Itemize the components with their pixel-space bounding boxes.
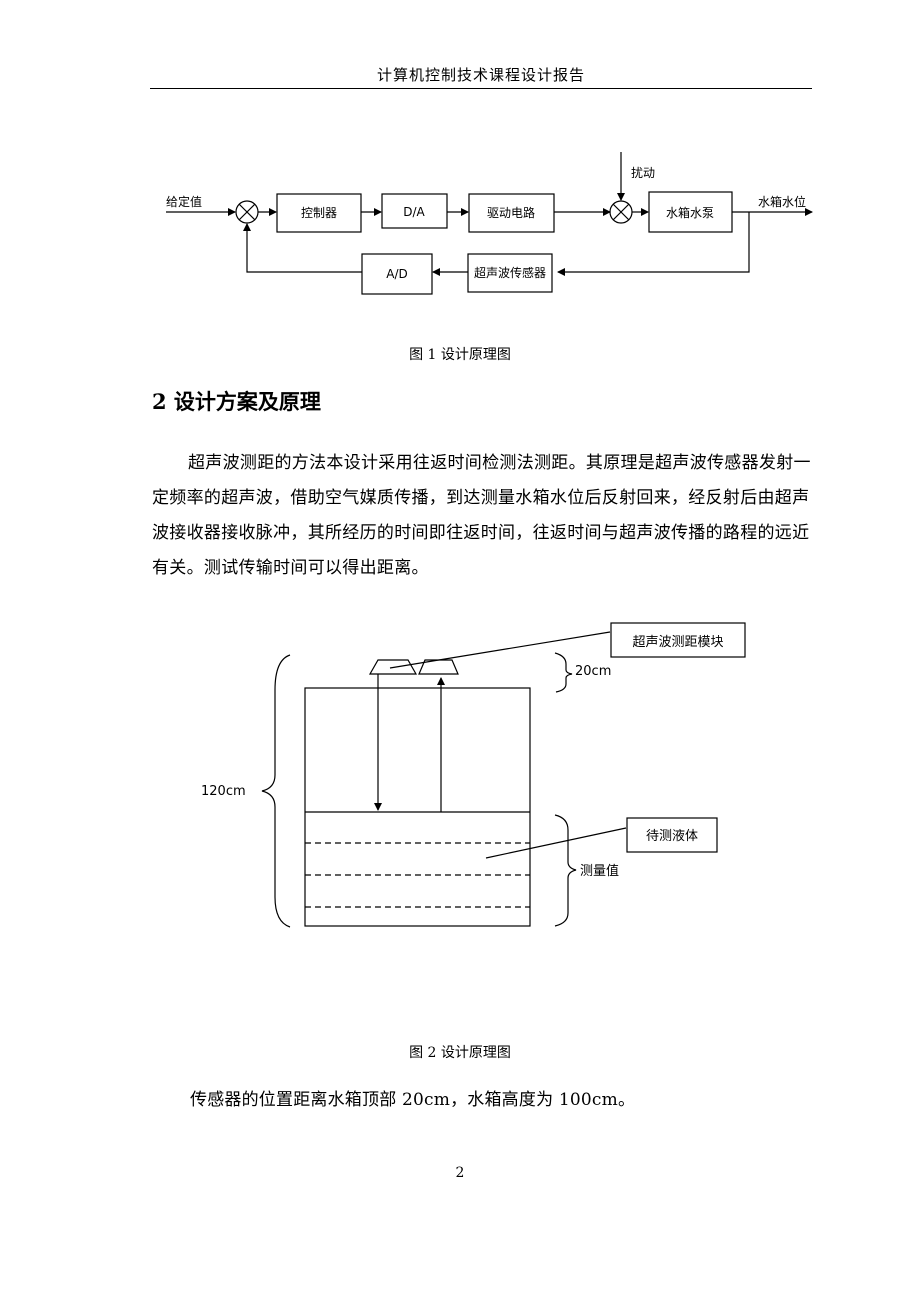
figure1-block-diagram: 给定值 控制器 D/A 驱动电路 扰动 水箱水泵 水箱水位 超声波传感器 A/D xyxy=(166,152,813,295)
total-height-brace xyxy=(261,654,291,928)
figure2-caption: 图 2 设计原理图 xyxy=(409,1045,511,1061)
section-heading: 2 设计方案及原理 xyxy=(152,389,321,414)
liquid-label-box xyxy=(626,817,718,853)
gap-label: 20cm xyxy=(575,664,611,679)
driver-block xyxy=(468,193,555,233)
receiver xyxy=(418,659,459,675)
ad-label: A/D xyxy=(386,267,408,281)
transmitter xyxy=(368,659,418,675)
da-block xyxy=(381,193,448,229)
sensor-block xyxy=(467,253,553,293)
header-rule xyxy=(150,88,812,89)
total-height-label: 120cm xyxy=(201,784,246,799)
module-label: 超声波测距模块 xyxy=(632,635,723,650)
controller-label: 控制器 xyxy=(301,206,337,220)
liquid-leader-line xyxy=(485,827,627,859)
figure1-caption: 图 1 设计原理图 xyxy=(409,347,511,363)
module-leader-line xyxy=(389,631,611,669)
output-label: 水箱水位 xyxy=(758,194,806,209)
page-number: 2 xyxy=(455,1165,465,1181)
sensor-label: 超声波传感器 xyxy=(474,265,546,280)
module-label-box xyxy=(610,622,746,658)
tank xyxy=(304,687,531,927)
measured-brace xyxy=(554,814,577,927)
running-header: 计算机控制技术课程设计报告 xyxy=(376,66,585,84)
controller-block xyxy=(276,193,362,233)
liquid-label: 待测液体 xyxy=(646,829,698,844)
ad-block xyxy=(361,253,433,295)
input-label: 给定值 xyxy=(166,194,202,209)
da-label: D/A xyxy=(403,205,425,219)
plant-label: 水箱水泵 xyxy=(666,205,714,220)
body-paragraph-1: 超声波测距的方法本设计采用往返时间检测法测距。其原理是超声波传感器发射一定频率的… xyxy=(152,453,811,578)
measured-label: 测量值 xyxy=(580,863,619,879)
figure2-tank-diagram: 超声波测距模块 20cm 120cm 待测液体 测量值 xyxy=(201,622,746,928)
liquid-levels xyxy=(305,842,530,908)
feedback-line-1 xyxy=(557,212,750,276)
driver-label: 驱动电路 xyxy=(487,205,535,220)
feedback-line-2 xyxy=(243,223,362,273)
disturbance-label: 扰动 xyxy=(631,166,655,180)
body-paragraph-2: 传感器的位置距离水箱顶部 20cm，水箱高度为 100cm。 xyxy=(190,1090,636,1110)
gap-brace xyxy=(554,652,573,693)
